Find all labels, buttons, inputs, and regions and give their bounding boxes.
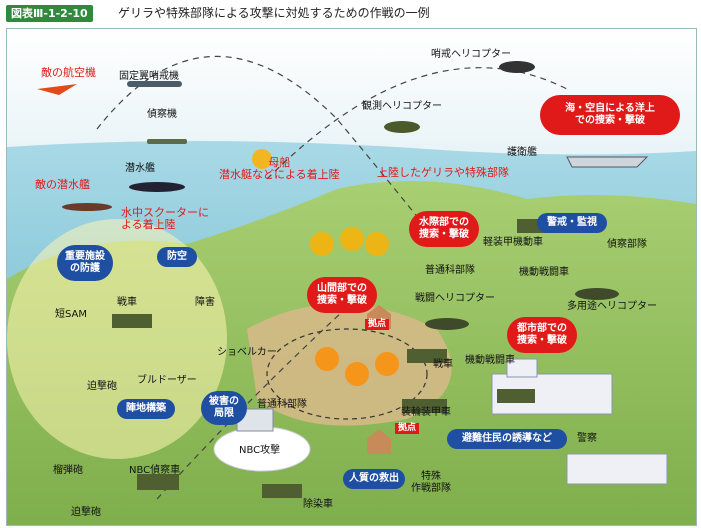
label-tank2: 戦車 <box>433 359 453 370</box>
label-bulldozer: ブルドーザー <box>137 375 197 386</box>
explosion-ship <box>252 149 272 169</box>
label-obstacle: 障害 <box>195 297 215 308</box>
enemy-aircraft-shape <box>37 84 77 95</box>
enemy-sub-shape <box>62 203 112 211</box>
submarine-shape <box>129 182 185 192</box>
figure-header: 図表Ⅲ-1-2-10 ゲリラや特殊部隊による攻撃に対処するための作戦の一例 <box>0 0 701 26</box>
label-mortar2: 迫撃砲 <box>71 507 101 518</box>
label-armored-car: 装輪装甲車 <box>401 407 451 418</box>
explosion-4 <box>315 347 339 371</box>
bubble-urban: 都市部での 捜索・撃破 <box>507 317 577 353</box>
explosion-3 <box>365 232 389 256</box>
label-obs-heli: 観測ヘリコプター <box>362 101 442 112</box>
flight-path-3 <box>156 288 368 500</box>
encirclement-ring <box>266 328 428 420</box>
patrol-heli-shape <box>499 61 535 73</box>
label-recon-unit: 偵察部隊 <box>607 239 647 250</box>
label-enemy-sub: 敵の潜水艦 <box>35 178 90 191</box>
label-regular-inf-1: 普通科部隊 <box>257 399 307 410</box>
bubble-mountain: 山間部での 捜索・撃破 <box>307 277 377 313</box>
armored-car-shape <box>402 399 447 413</box>
illustration-frame: 敵の航空機 固定翼哨戒機 偵察機 潜水艦 敵の潜水艦 母船 潜水艇などによる着上… <box>6 28 697 526</box>
tank2-shape <box>407 349 447 363</box>
label-regular-inf-2: 普通科部隊 <box>425 265 475 276</box>
bubble-position-build: 陣地構築 <box>117 399 175 419</box>
defense-zone <box>7 219 227 459</box>
tag-stronghold-2: 拠点 <box>395 423 420 434</box>
label-recon-plane: 偵察機 <box>147 109 177 120</box>
explosion-1 <box>310 232 334 256</box>
label-light-armor: 軽装甲機動車 <box>483 237 543 248</box>
explosion-5 <box>345 362 369 386</box>
patrol-plane-shape <box>127 81 182 87</box>
obs-heli-shape <box>384 121 420 133</box>
label-nbc-attack: NBC攻撃 <box>239 445 281 456</box>
label-special-ops: 特殊 作戦部隊 <box>411 471 451 494</box>
escort-ship-shape <box>566 156 649 168</box>
city-tower <box>506 358 538 378</box>
label-nbc-vehicle: NBC偵察車 <box>129 465 181 476</box>
label-patrol-heli: 哨戒ヘリコプター <box>431 49 511 60</box>
label-combat-heli: 戦闘ヘリコプター <box>415 293 495 304</box>
label-mcv-2: 機動戦闘車 <box>465 355 515 366</box>
label-guerrilla-landing: 上陸したゲリラや特殊部隊 <box>377 166 509 179</box>
label-mothership-landing: 母船 潜水艇などによる着上陸 <box>219 156 340 181</box>
multi-heli-shape <box>575 288 619 300</box>
bubble-alert: 警戒・監視 <box>537 213 607 233</box>
label-tank1: 戦車 <box>117 297 137 308</box>
bubble-important-facility: 重要施設 の防護 <box>57 245 113 281</box>
label-police: 警察 <box>577 433 597 444</box>
label-mortar1: 迫撃砲 <box>87 381 117 392</box>
label-enemy-aircraft: 敵の航空機 <box>41 66 96 79</box>
label-multi-heli: 多用途ヘリコプター <box>567 301 657 312</box>
figure-title: ゲリラや特殊部隊による攻撃に対処するための作戦の一例 <box>118 6 430 20</box>
tank1-shape <box>112 314 152 328</box>
label-submarine: 潜水艦 <box>125 163 155 174</box>
sky <box>7 29 696 159</box>
stronghold2-shape <box>367 429 391 454</box>
label-patrol-plane: 固定翼哨戒機 <box>119 71 179 82</box>
flight-path-2 <box>266 67 568 180</box>
flight-path-1 <box>96 55 428 230</box>
label-short-sam: 短SAM <box>55 309 88 320</box>
label-underwater-scooter: 水中スクーターに よる着上陸 <box>121 206 209 231</box>
bubble-damage-limit: 被害の 局限 <box>201 391 247 425</box>
village-buildings <box>566 453 668 485</box>
recon-plane-shape <box>147 139 187 144</box>
bubble-evacuation: 避難住民の誘導など <box>447 429 567 449</box>
mcv2-shape <box>497 389 535 403</box>
explosion-2 <box>340 227 364 251</box>
decon-shape <box>262 484 302 498</box>
tag-stronghold-1: 拠点 <box>365 319 390 330</box>
bubble-hostage: 人質の救出 <box>343 469 405 489</box>
label-escort-ship: 護衛艦 <box>507 147 537 158</box>
explosion-6 <box>375 352 399 376</box>
label-howitzer: 榴弾砲 <box>53 465 83 476</box>
bubble-air-defense: 防空 <box>157 247 197 267</box>
bubble-waterfront: 水際部での 捜索・撃破 <box>409 211 479 247</box>
combat-heli-shape <box>425 318 469 330</box>
nbc-vehicle-shape <box>137 474 179 490</box>
figure-number-badge: 図表Ⅲ-1-2-10 <box>6 5 93 22</box>
bubble-sea-air-search: 海・空自による洋上 での捜索・撃破 <box>540 95 680 135</box>
label-shovel: ショベルカー <box>217 347 277 358</box>
label-mcv-1: 機動戦闘車 <box>519 267 569 278</box>
label-decon: 除染車 <box>303 499 333 510</box>
